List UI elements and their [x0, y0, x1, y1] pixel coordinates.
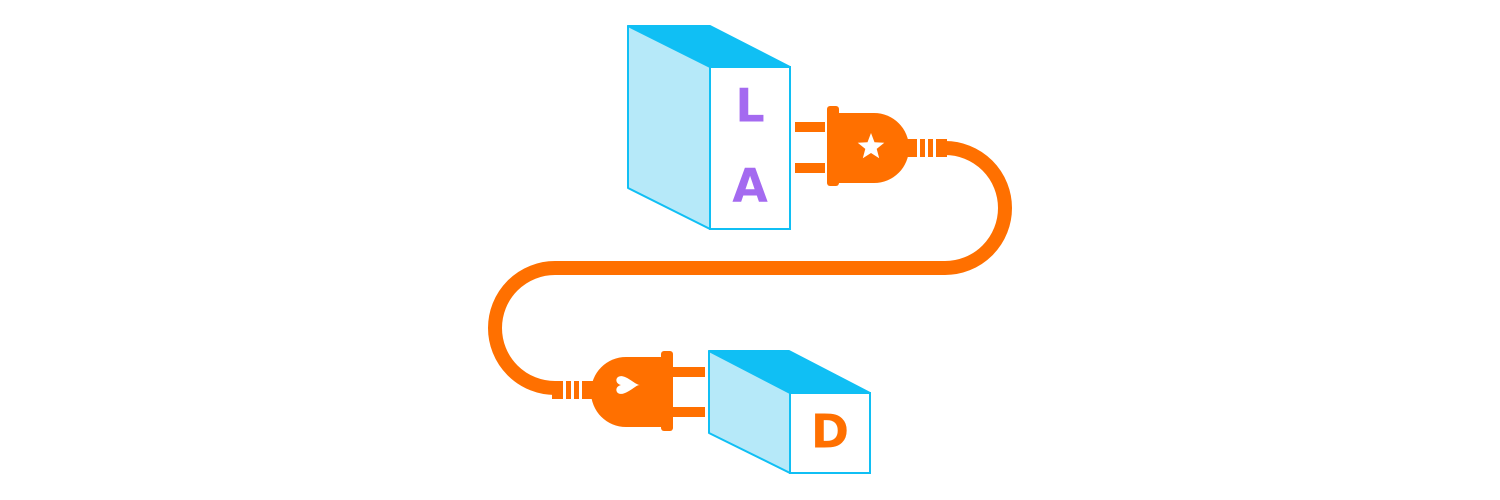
bottom-plug-prong-upper	[673, 367, 705, 377]
cable	[488, 141, 1012, 395]
top-box-face	[709, 66, 791, 230]
bottom-plug-flange	[661, 351, 673, 431]
bottom-plug-ridge	[563, 381, 566, 399]
top-box-letter-l: L	[735, 79, 764, 133]
bottom-plug-prong-lower	[673, 407, 705, 417]
top-box-letter-a: A	[732, 159, 768, 213]
top-plug-ridge	[933, 139, 936, 157]
bottom-plug-ridge	[579, 381, 582, 399]
top-plug	[795, 106, 947, 186]
top-box: L A	[627, 25, 791, 230]
top-plug-prong-lower	[795, 163, 825, 173]
bottom-plug-body	[591, 357, 664, 427]
top-plug-ridge	[925, 139, 928, 157]
bottom-box-face	[789, 392, 871, 474]
bottom-box-letter-d: D	[811, 405, 849, 459]
bottom-box: D	[708, 350, 871, 474]
top-plug-prong-upper	[795, 122, 825, 132]
bottom-plug	[552, 351, 705, 431]
top-plug-ridge	[917, 139, 920, 157]
heart-icon	[616, 376, 640, 394]
star-icon	[857, 133, 885, 159]
bottom-plug-ridge	[571, 381, 574, 399]
